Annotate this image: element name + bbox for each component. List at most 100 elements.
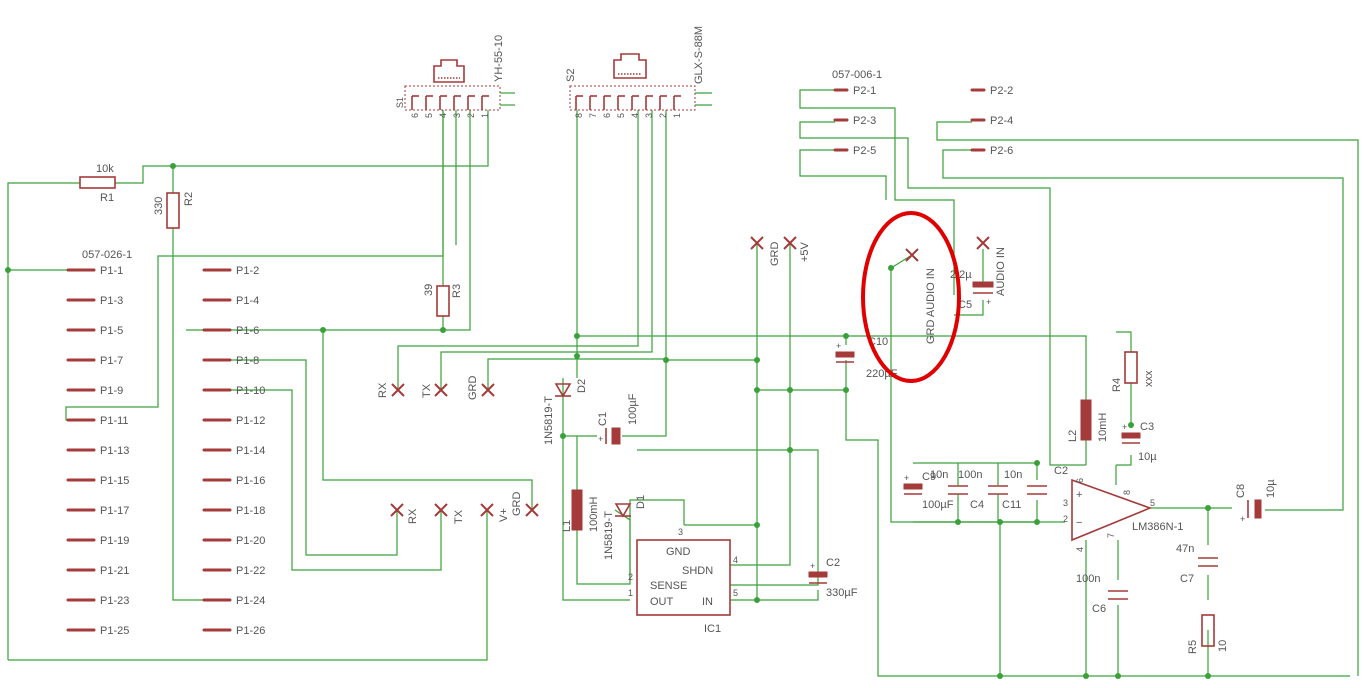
switch-pin-number: 8 bbox=[574, 113, 584, 118]
svg-text:V+: V+ bbox=[498, 508, 510, 522]
connector-pin[interactable]: P1-19 bbox=[66, 535, 129, 547]
connector-pin[interactable]: P1-11 bbox=[66, 415, 129, 427]
connector-pin[interactable]: P1-6 bbox=[202, 325, 259, 337]
r1-name: R1 bbox=[100, 192, 114, 204]
pin-label: P1-9 bbox=[100, 385, 123, 397]
connector-pin[interactable]: P1-13 bbox=[66, 445, 129, 457]
connector-pin[interactable]: P2-2 bbox=[970, 85, 1013, 97]
amp-pin-num: 5 bbox=[1150, 498, 1155, 508]
pin-label: P2-4 bbox=[990, 115, 1013, 127]
pin-label: P2-5 bbox=[853, 145, 876, 157]
testpoint-plus5v[interactable]: +5V bbox=[783, 236, 811, 262]
rj-jack-icon bbox=[613, 53, 647, 79]
rj-jack-icon bbox=[433, 59, 465, 83]
r3-value: 39 bbox=[423, 284, 435, 296]
l1-name: L1 bbox=[561, 520, 573, 532]
pin-label: P1-17 bbox=[100, 505, 129, 517]
switch-pin-number: 5 bbox=[424, 113, 434, 118]
ic1-pin-num: 2 bbox=[628, 572, 633, 582]
connector-pin[interactable]: P2-5 bbox=[833, 145, 876, 157]
connector-pin[interactable]: P2-1 bbox=[833, 85, 876, 97]
connector-pin[interactable]: P1-7 bbox=[66, 355, 123, 367]
c5-value: 2.2µ bbox=[950, 269, 972, 281]
ic1-pin-in: IN bbox=[702, 596, 713, 608]
connector-pin[interactable]: P1-26 bbox=[202, 625, 265, 637]
testpoint-tx-top[interactable]: TX bbox=[421, 383, 448, 398]
switch-pin-number: 6 bbox=[602, 113, 612, 118]
svg-text:+5V: +5V bbox=[799, 241, 811, 262]
c3-value: 10µ bbox=[1138, 451, 1157, 463]
ic1-pin-num: 4 bbox=[733, 555, 738, 565]
svg-text:AUDIO IN: AUDIO IN bbox=[995, 247, 1007, 296]
connector-pin[interactable]: P2-6 bbox=[970, 145, 1013, 157]
ic1-pin-num: 1 bbox=[628, 588, 633, 598]
connector-pin[interactable]: P1-9 bbox=[66, 385, 123, 397]
pin-label: P2-1 bbox=[853, 85, 876, 97]
switch-pin-number: 3 bbox=[644, 113, 654, 118]
testpoint-grd-power[interactable]: GRD bbox=[750, 236, 781, 266]
s1-name: S1 bbox=[395, 97, 405, 108]
pin-label: P2-2 bbox=[990, 85, 1013, 97]
connector-pin[interactable]: P1-10 bbox=[202, 385, 265, 397]
testpoint-audio-in[interactable]: AUDIO IN bbox=[976, 236, 1007, 296]
connector-pin[interactable]: P2-3 bbox=[833, 115, 876, 127]
testpoint-grd-bottom[interactable]: GRD bbox=[511, 492, 539, 517]
testpoint-vplus[interactable]: V+ bbox=[480, 503, 510, 522]
connector-pin[interactable]: P1-25 bbox=[66, 625, 129, 637]
c9-name: C9 bbox=[922, 471, 936, 483]
svg-text:+: + bbox=[836, 341, 841, 351]
connector-pin[interactable]: P1-21 bbox=[66, 565, 129, 577]
connector-pin[interactable]: P1-16 bbox=[202, 475, 265, 487]
connector-pin[interactable]: P1-12 bbox=[202, 415, 265, 427]
connector-pin[interactable]: P2-4 bbox=[970, 115, 1013, 127]
switch-pin-number: 2 bbox=[466, 113, 476, 118]
connector-p1-name: 057-026-1 bbox=[82, 249, 132, 261]
connector-pin[interactable]: P1-2 bbox=[202, 265, 259, 277]
c1-name: C1 bbox=[597, 412, 609, 426]
connector-pin[interactable]: P1-8 bbox=[202, 355, 259, 367]
resistor-r4: R4 xxx bbox=[1111, 351, 1155, 392]
pin-label: P1-7 bbox=[100, 355, 123, 367]
c12-value: 10n bbox=[930, 469, 948, 481]
connector-pin[interactable]: P1-14 bbox=[202, 445, 265, 457]
testpoint-rx-bottom[interactable]: RX bbox=[390, 503, 419, 524]
pin-label: P2-3 bbox=[853, 115, 876, 127]
c8-name: C8 bbox=[1235, 484, 1247, 498]
connector-pin[interactable]: P1-20 bbox=[202, 535, 265, 547]
s2-part: GLX-S-88M bbox=[693, 26, 705, 84]
connector-pin[interactable]: P1-17 bbox=[66, 505, 129, 517]
r4-value: xxx bbox=[1143, 370, 1155, 387]
testpoint-rx-top[interactable]: RX bbox=[377, 382, 405, 398]
connector-p2: 057-006-1 P2-1P2-3P2-5 P2-2P2-4P2-6 bbox=[832, 69, 1013, 157]
c5-name: C5 bbox=[958, 299, 972, 311]
l2-name: L2 bbox=[1067, 430, 1079, 442]
testpoint-grd-audio-in[interactable]: GRD AUDIO IN bbox=[905, 248, 937, 344]
connector-pin[interactable]: P1-4 bbox=[202, 295, 259, 307]
ic1-pin-out: OUT bbox=[650, 596, 674, 608]
capacitor-c6: 100n C6 bbox=[1076, 573, 1128, 615]
amp-name: LM386N-1 bbox=[1132, 521, 1183, 533]
connector-pin[interactable]: P1-24 bbox=[202, 595, 265, 607]
connector-pin[interactable]: P1-1 bbox=[66, 265, 123, 277]
testpoint-tx-bottom[interactable]: TX bbox=[434, 503, 465, 524]
connector-pin[interactable]: P1-3 bbox=[66, 295, 123, 307]
r3-name: R3 bbox=[451, 284, 463, 298]
connector-pin[interactable]: P1-15 bbox=[66, 475, 129, 487]
r1-value: 10k bbox=[96, 163, 114, 175]
svg-text:+: + bbox=[904, 473, 909, 483]
connector-pin[interactable]: P1-18 bbox=[202, 505, 265, 517]
pin-label: P1-5 bbox=[100, 325, 123, 337]
ic1-pin-sense: SENSE bbox=[650, 580, 687, 592]
testpoint-grd-top[interactable]: GRD bbox=[467, 376, 495, 401]
connector-pin[interactable]: P1-5 bbox=[66, 325, 123, 337]
junctions bbox=[5, 163, 1211, 679]
connector-pin[interactable]: P1-23 bbox=[66, 595, 129, 607]
switch-pin-number: 3 bbox=[452, 113, 462, 118]
ic1-pin-shdn: SHDN bbox=[682, 565, 713, 577]
connector-pin[interactable]: P1-22 bbox=[202, 565, 265, 577]
inductor-l1: L1 100mH bbox=[561, 489, 600, 532]
svg-text:+: + bbox=[986, 297, 991, 307]
d1-value: 1N5819-T bbox=[603, 511, 615, 560]
r5-name: R5 bbox=[1187, 640, 1199, 654]
